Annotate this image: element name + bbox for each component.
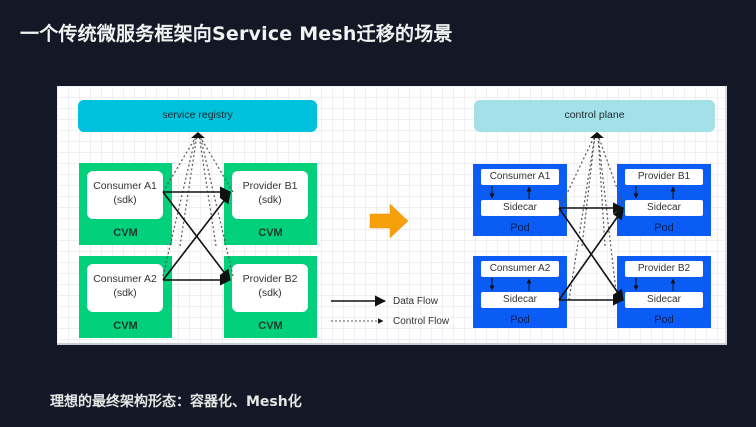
consumer-a1-service: Consumer A1 (sdk) [87, 171, 163, 219]
control-plane-arrowhead-icon [590, 132, 604, 138]
node-sub: (sdk) [258, 194, 282, 206]
control-flow-line [559, 134, 596, 209]
control-flow-line [162, 134, 197, 277]
sidecar-proxy: Sidecar [625, 200, 703, 216]
control-flow-line [179, 134, 198, 247]
node-name: Provider B1 [242, 180, 298, 192]
node-name: Consumer A1 [93, 180, 157, 192]
node-sub: (sdk) [113, 287, 137, 299]
pod-label: Pod [510, 222, 530, 234]
consumer-a1-app: Consumer A1 [481, 169, 559, 185]
provider-b2-app: Provider B2 [625, 261, 703, 277]
node-sub: (sdk) [113, 194, 137, 206]
cvm-label: CVM [113, 227, 138, 239]
sidecar-proxy: Sidecar [481, 200, 559, 216]
legend-control-flow-label: Control Flow [393, 316, 450, 327]
cvm-label: CVM [113, 320, 138, 332]
cvm-provider-b1: Provider B1 (sdk) CVM [224, 163, 317, 245]
control-flow-line [198, 134, 234, 193]
pod-label: Pod [654, 222, 674, 234]
transition-arrow-icon [369, 203, 409, 239]
node-name: Consumer A2 [93, 273, 157, 285]
node-name: Provider B2 [242, 273, 298, 285]
data-flow-sidecar-a2-b1 [558, 208, 624, 301]
pod-consumer-a1: Consumer A1 Sidecar Pod [473, 164, 567, 236]
service-registry-label: service registry [162, 109, 233, 121]
control-flow-line [581, 134, 596, 247]
control-flow-line [198, 134, 217, 247]
consumer-a2-service: Consumer A2 (sdk) [87, 264, 163, 312]
left-control-flow-lines [162, 134, 234, 277]
provider-b2-service: Provider B2 (sdk) [232, 264, 308, 312]
cvm-label: CVM [258, 320, 283, 332]
cvm-provider-b2: Provider B2 (sdk) CVM [224, 256, 317, 338]
pod-label: Pod [654, 314, 674, 326]
node-sub: (sdk) [258, 287, 282, 299]
pod-consumer-a2: Consumer A2 Sidecar Pod [473, 256, 567, 328]
provider-b1-service: Provider B1 (sdk) [232, 171, 308, 219]
intra-pod-arrows [489, 186, 676, 291]
control-flow-line [597, 134, 606, 247]
control-flow-line [199, 134, 234, 277]
pod-provider-b2: Provider B2 Sidecar Pod [617, 256, 711, 328]
control-plane: control plane [474, 100, 715, 132]
slide-title: 一个传统微服务框架向Service Mesh迁移的场景 [20, 23, 453, 45]
provider-b1-app: Provider B1 [625, 169, 703, 185]
right-control-flow-lines [559, 134, 625, 301]
right-data-flow-lines [558, 202, 625, 306]
sidecar-proxy: Sidecar [625, 292, 703, 308]
service-registry: service registry [78, 100, 317, 132]
control-flow-line [568, 134, 596, 301]
slide-subtitle: 理想的最终架构形态：容器化、Mesh化 [50, 394, 302, 410]
connectors-overlay [162, 132, 676, 324]
diagram-canvas: service registry Consumer A1 (sdk) CVM P… [57, 86, 727, 345]
sidecar-proxy: Sidecar [481, 292, 559, 308]
pod-provider-b1: Provider B1 Sidecar Pod [617, 164, 711, 236]
registry-arrowhead-icon [191, 132, 205, 138]
consumer-a2-app: Consumer A2 [481, 261, 559, 277]
control-flow-line [162, 134, 198, 193]
control-flow-line [597, 134, 625, 209]
cvm-label: CVM [258, 227, 283, 239]
control-plane-label: control plane [564, 109, 625, 121]
data-flow-a2-b1 [162, 192, 231, 281]
left-data-flow-lines [162, 186, 232, 286]
control-flow-line [597, 134, 618, 301]
cvm-consumer-a1: Consumer A1 (sdk) CVM [79, 163, 172, 245]
cvm-consumer-a2: Consumer A2 (sdk) CVM [79, 256, 172, 338]
pod-label: Pod [510, 314, 530, 326]
legend-data-flow-label: Data Flow [393, 296, 439, 307]
